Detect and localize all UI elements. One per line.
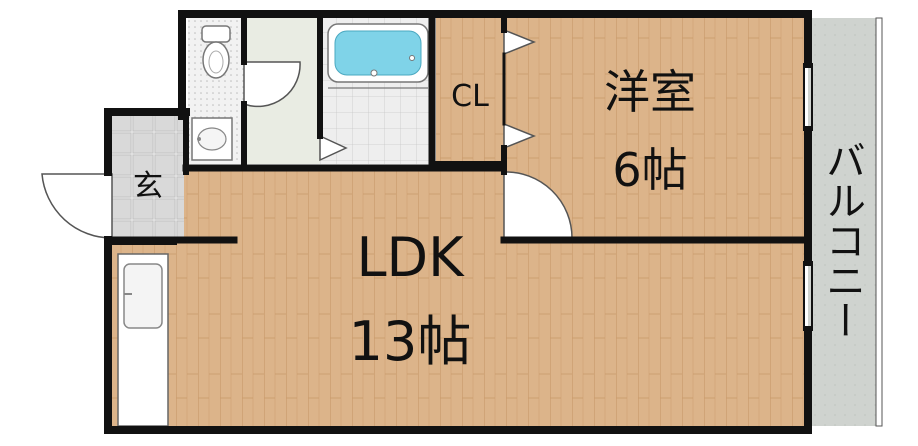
toilet-icon [201,25,231,79]
door-swings [41,28,573,239]
western-room-name: 洋室 [604,65,696,119]
ldk-size: 13帖 [349,310,472,373]
balcony-railing [875,17,883,427]
balcony-floor [808,18,878,426]
closet-door-upper [503,28,537,56]
closet-label: CL [451,79,489,114]
ldk-name: LDK [356,226,465,289]
bath-door [319,134,348,162]
western-room-size: 6帖 [612,143,687,197]
closet-door-lower [503,122,537,150]
entrance-label: 玄 [133,169,163,204]
sink-basin [123,263,163,329]
washroom-door-swing [243,61,301,108]
front-door-swing [41,173,113,239]
closet-floor [436,18,504,162]
washbasin-icon [191,117,233,161]
walls [104,10,813,434]
entrance-floor [112,116,184,240]
western-room-door-swing [503,171,573,239]
bathtub-icon [327,23,429,89]
balcony-label: バルコニー [819,140,865,340]
